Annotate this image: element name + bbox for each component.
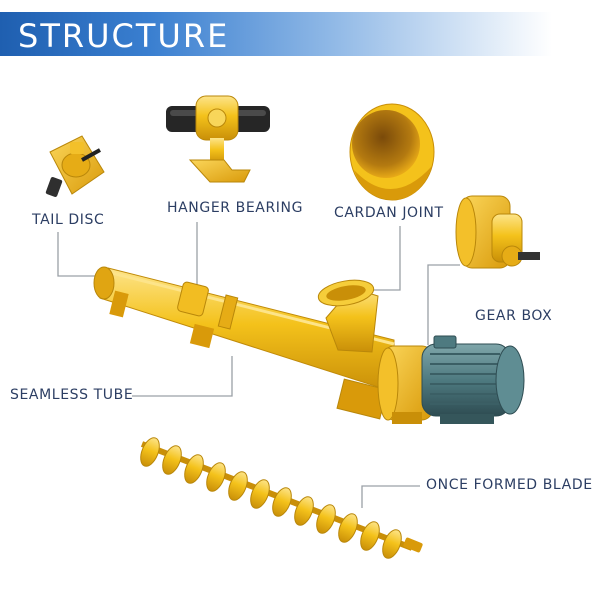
- leader-lines: [57, 222, 460, 508]
- page-title: STRUCTURE: [18, 17, 230, 55]
- cardan-joint-icon: [349, 103, 435, 201]
- label-once-formed-blade: ONCE FORMED BLADE: [426, 477, 593, 493]
- label-seamless-tube: SEAMLESS TUBE: [10, 387, 134, 403]
- leader-cardan-joint: [372, 226, 401, 291]
- leader-seamless-tube: [132, 356, 233, 397]
- header-banner: STRUCTURE: [0, 12, 600, 56]
- gear-box-icon: [455, 195, 540, 269]
- electric-motor-icon: [421, 335, 525, 424]
- label-gear-box: GEAR BOX: [475, 308, 553, 324]
- label-cardan-joint: CARDAN JOINT: [334, 205, 444, 221]
- label-hanger-bearing: HANGER BEARING: [167, 200, 304, 216]
- leader-blade: [361, 485, 420, 508]
- leader-tail-disc: [57, 232, 100, 277]
- hanger-bearing-icon: [166, 95, 270, 183]
- tail-disc-icon: [45, 135, 105, 197]
- screw-conveyor-icon: [93, 266, 433, 424]
- label-tail-disc: TAIL DISC: [32, 212, 105, 228]
- leader-gear-box: [427, 264, 460, 345]
- screw-blade-icon: [140, 437, 423, 559]
